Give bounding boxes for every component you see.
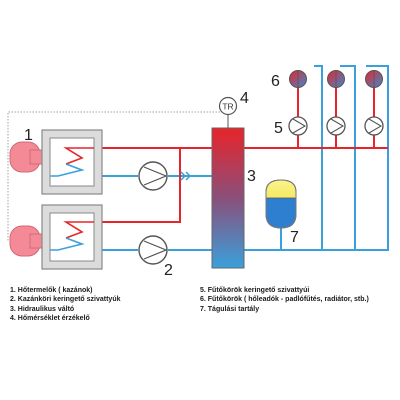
boiler-1 [9,129,103,195]
boiler-2-coil-cold [50,237,85,251]
legend-item-6: 6. Fűtőkörök ( hőleadók - padlófűtés, ra… [200,296,369,304]
legend-item-2: 2. Kazánköri keringető szivattyúk [10,296,121,304]
boiler-2-coil-hot [63,221,94,239]
flow-direction-marks [180,171,192,181]
boiler2-supply-pipe [91,148,181,223]
circuit-pump-2 [326,116,346,136]
boiler-1-coil-hot [63,147,94,165]
legend-left: 1. Hőtermelők ( kazánok) 2. Kazánköri ke… [10,286,120,324]
boiler-pump-1 [138,161,168,191]
legend-item-3: 3. Hidraulikus váltó [10,305,75,313]
callout-1: 1 [24,127,33,144]
temperature-sensor: TR [218,96,238,128]
callout-7: 7 [290,229,299,246]
return-pipes [43,65,389,251]
expansion-tank [265,179,297,229]
circuit2-return [340,65,356,250]
callout-4: 4 [240,90,249,107]
callout-6: 6 [271,73,280,90]
boiler-pump-2 [138,235,168,265]
hydraulic-separator [211,127,245,269]
legend-right: 5. Fűtőkörök keringető szivattyúi 6. Fűt… [200,286,369,314]
boiler-2-inner [49,212,95,262]
legend-item-7: 7. Tágulási tartály [200,305,260,313]
supply-pipes [91,87,388,223]
circuit1-return [314,65,323,250]
sensor-signal-wire [7,111,226,242]
boiler-2 [9,204,103,270]
callout-2: 2 [164,262,173,279]
legend-item-5: 5. Fűtőkörök keringető szivattyúi [200,287,310,294]
circuit-pump-3 [364,116,384,136]
sensor-label: TR [222,102,233,112]
heat-emitter-2 [327,70,345,88]
main-return-header [244,65,389,251]
heat-emitter-1 [289,70,307,88]
boiler-1-coil-cold [50,163,85,177]
legend-item-4: 4. Hőmérséklet érzékelő [10,315,90,323]
callout-5: 5 [274,120,283,137]
callout-3: 3 [247,168,256,185]
legend-item-1: 1. Hőtermelők ( kazánok) [10,287,93,294]
heat-emitter-3 [365,70,383,88]
circuit-pump-1 [288,116,308,136]
